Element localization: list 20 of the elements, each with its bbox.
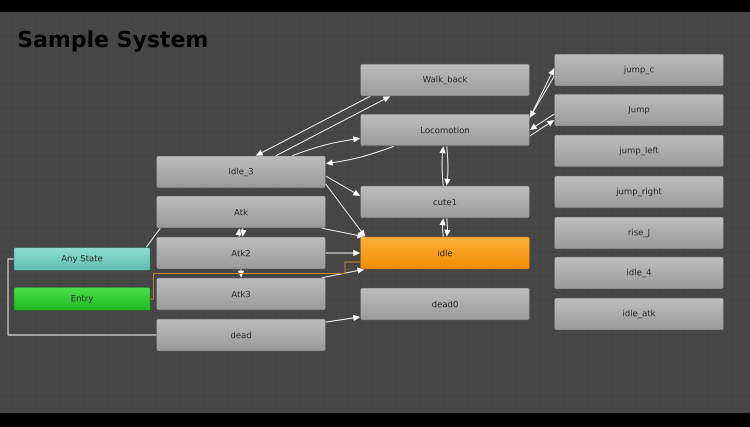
state-box: Walk_back [360,64,530,96]
state-box: Locomotion [360,114,530,146]
state-box: Atk3 [156,278,326,310]
state-box: Entry [14,287,150,311]
state-box: Atk [156,196,326,228]
state-box: Idle_3 [156,156,326,188]
state-box: Any State [14,247,150,271]
state-box: jump_left [554,134,724,168]
state-box: dead0 [360,288,530,320]
state-box: dead [156,318,326,352]
title: Sample System [18,30,207,52]
state-box: idle [360,236,530,270]
state-box: cute1 [360,186,530,218]
state-box: rise_J [554,216,724,250]
state-box: idle_atk [554,298,724,330]
state-box: Jump [554,94,724,126]
state-box: jump_c [554,54,724,86]
state-box: jump_right [554,176,724,208]
state-box: idle_4 [554,256,724,290]
state-box: Atk2 [156,236,326,270]
